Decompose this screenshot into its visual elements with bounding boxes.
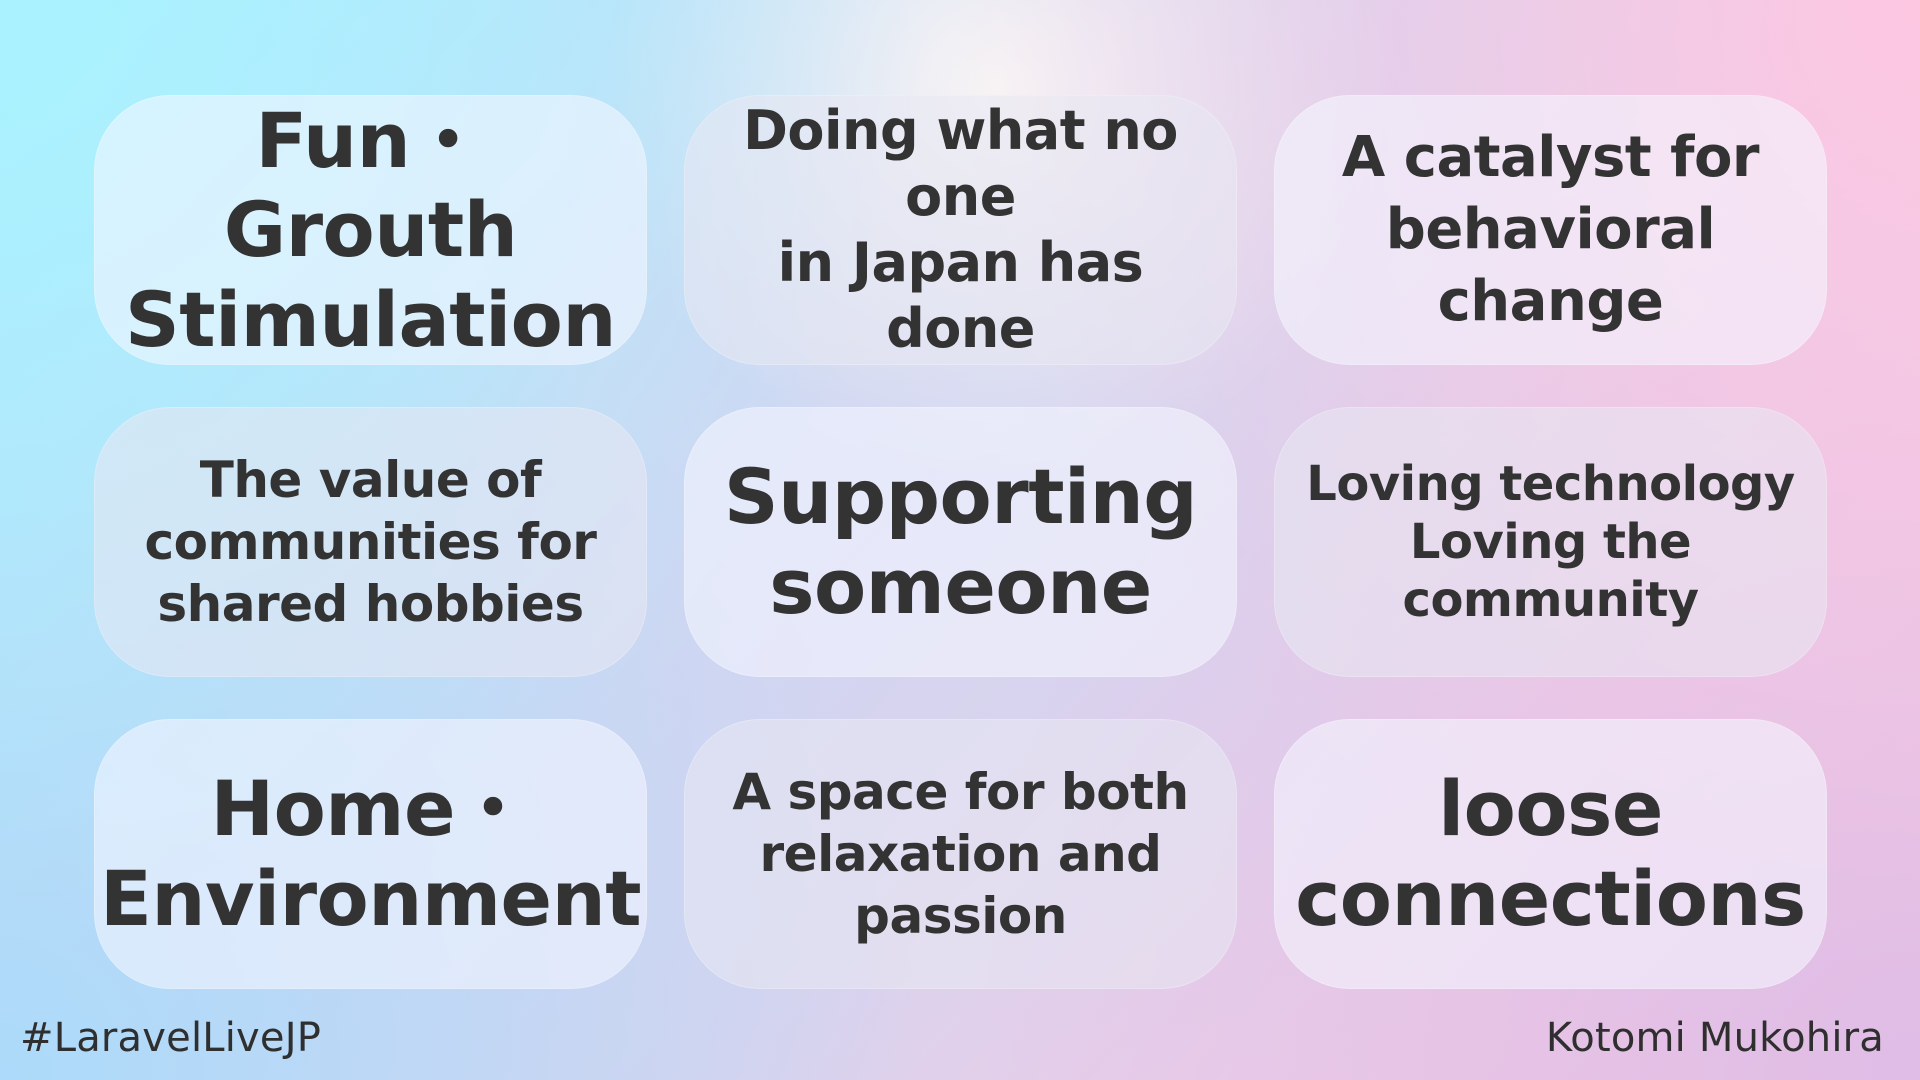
value-card-loose-connections: loose connections [1274,719,1827,989]
value-card-text: Doing what no one in Japan has done [710,98,1211,362]
value-card-community-value: The value of communities for shared hobb… [94,407,647,677]
card-line: Stimulation [125,274,616,364]
value-card-home-environment: Home・ Environment [94,719,647,989]
card-line: Environment [99,854,642,943]
card-line: in Japan has done [777,231,1144,360]
value-card-fun-growth-stimulation: Fun・Grouth Stimulation [94,95,647,365]
card-line: shared hobbies [157,575,584,633]
author-name: Kotomi Mukohira [1545,1015,1884,1061]
value-card-doing-what-no-one-in-japan-has-done: Doing what no one in Japan has done [684,95,1237,365]
card-line: Doing what no one [743,99,1178,229]
card-line: community [1402,572,1700,629]
card-line: A space for both [732,763,1189,821]
card-line: connections [1295,854,1806,943]
card-line: loose [1438,764,1663,854]
card-line: Loving the [1409,513,1692,570]
value-card-text: A space for both relaxation and passion [732,761,1189,947]
value-card-text: Fun・Grouth Stimulation [120,96,621,365]
hashtag: #LaravelLiveJP [20,1015,322,1061]
value-card-text: The value of communities for shared hobb… [145,449,597,635]
value-grid: Fun・Grouth Stimulation Doing what no one… [94,95,1828,989]
value-card-text: Loving technology Loving the community [1306,455,1795,629]
card-line: communities for [144,513,597,571]
card-line: A catalyst for [1341,125,1760,191]
card-line: passion [854,887,1067,945]
value-card-text: loose connections [1295,764,1806,943]
card-line: Home・ [210,764,531,854]
card-line: Loving technology [1306,455,1795,512]
card-line: behavioral [1385,197,1716,263]
value-card-text: Supporting someone [723,452,1198,631]
value-card-supporting-someone: Supporting someone [684,407,1237,677]
card-line: Supporting [723,452,1198,542]
value-card-text: Home・ Environment [99,764,642,943]
card-line: change [1437,268,1664,334]
value-card-loving-technology-community: Loving technology Loving the community [1274,407,1827,677]
card-line: The value of [199,451,542,509]
value-card-space-for-relaxation-and-passion: A space for both relaxation and passion [684,719,1237,989]
card-line: Fun・Grouth [223,95,518,275]
value-card-catalyst-for-behavioral-change: A catalyst for behavioral change [1274,95,1827,365]
value-card-text: A catalyst for behavioral change [1341,122,1760,337]
card-line: relaxation and [759,825,1162,883]
card-line: someone [769,542,1152,631]
